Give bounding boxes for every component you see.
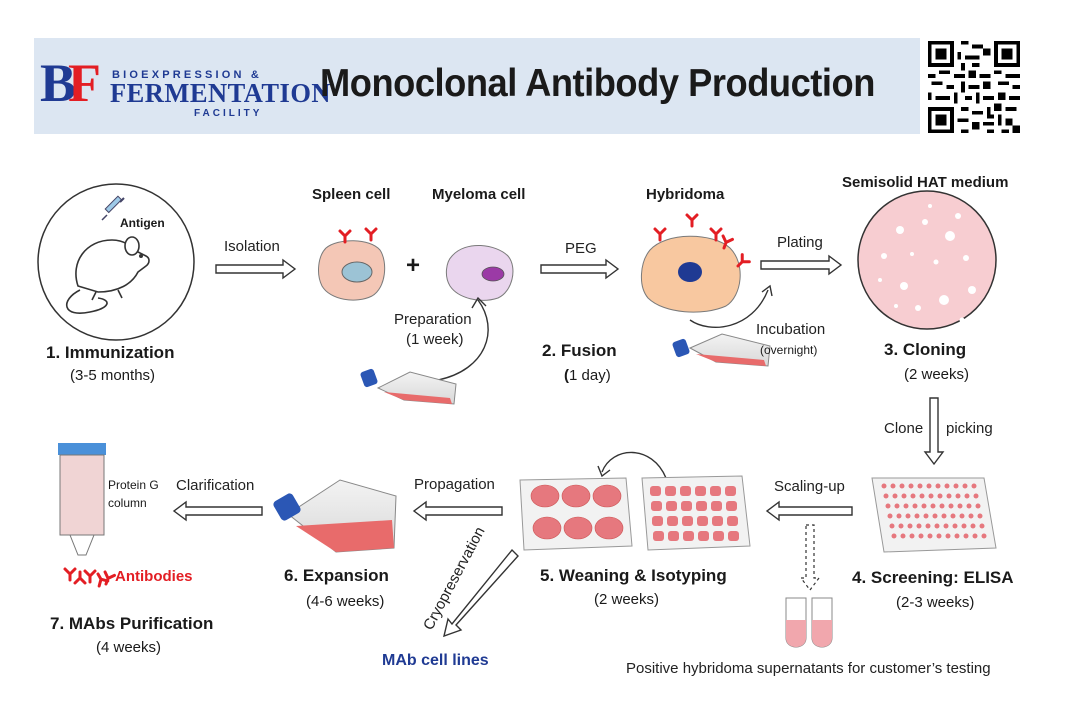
peg-label: PEG xyxy=(565,240,597,257)
arrow-scaling-up xyxy=(765,500,853,522)
weaning-curved-arrow xyxy=(597,451,667,479)
test-tubes xyxy=(785,597,833,648)
column-label: column xyxy=(108,496,147,510)
step-6-duration: (4-6 weeks) xyxy=(306,593,385,610)
step-7-title: 7. MAbs Purification xyxy=(50,614,214,633)
incubation-curved-arrow xyxy=(689,284,773,328)
step-4-duration: (2-3 weeks) xyxy=(896,594,975,611)
incubation-time: (overnight) xyxy=(760,343,818,357)
incubation-label: Incubation xyxy=(756,321,826,338)
antibody-cluster-icon xyxy=(63,567,116,588)
preparation-time: (1 week) xyxy=(406,331,464,348)
antibodies-label: Antibodies xyxy=(115,568,193,585)
step-1-duration: (3-5 months) xyxy=(70,367,156,384)
preparation-label: Preparation xyxy=(394,311,472,328)
clone-label: Clone xyxy=(884,420,924,437)
hybridoma-cell xyxy=(641,213,751,313)
page-title: Monoclonal Antibody Production xyxy=(320,62,875,105)
hybridoma-label: Hybridoma xyxy=(646,186,725,203)
plating-label: Plating xyxy=(777,234,823,251)
hat-medium-dish xyxy=(857,190,997,330)
culture-flask-2 xyxy=(672,333,771,367)
picking-label: picking xyxy=(946,420,993,437)
mab-cell-lines-label: MAb cell lines xyxy=(382,652,489,669)
arrow-peg xyxy=(540,258,620,280)
arrow-screening-dashed xyxy=(799,524,821,591)
step-2-duration-text: 1 day) xyxy=(569,367,611,384)
myeloma-cell-label: Myeloma cell xyxy=(432,186,526,203)
step-6-title: 6. Expansion xyxy=(284,566,389,585)
logo-line3: FACILITY xyxy=(194,108,263,119)
arrow-clarification xyxy=(172,500,263,522)
clarification-label: Clarification xyxy=(176,477,255,494)
96-well-plate xyxy=(871,477,997,553)
arrow-isolation xyxy=(215,258,297,280)
step-3-duration: (2 weeks) xyxy=(904,366,970,383)
arrow-plating xyxy=(760,254,843,276)
scaling-up-label: Scaling-up xyxy=(774,478,845,495)
arrow-cryopreservation xyxy=(443,548,519,638)
step-5-duration: (2 weeks) xyxy=(594,591,660,608)
step-1-title: 1. Immunization xyxy=(46,343,175,362)
step-2-duration-bold: ( xyxy=(564,367,569,384)
qr-code-icon[interactable] xyxy=(928,41,1020,133)
spleen-cell-label: Spleen cell xyxy=(312,186,391,203)
antigen-label: Antigen xyxy=(120,216,165,230)
positive-supernatants-label: Positive hybridoma supernatants for cust… xyxy=(626,660,991,677)
culture-flask-3 xyxy=(273,479,397,553)
step-7-duration: (4 weeks) xyxy=(96,639,162,656)
step-5-title: 5. Weaning & Isotyping xyxy=(540,566,727,585)
myeloma-cell xyxy=(445,244,514,301)
spleen-cell xyxy=(318,227,386,301)
24-well-plate xyxy=(641,475,751,551)
step-2-title: 2. Fusion xyxy=(542,341,617,360)
semisolid-label: Semisolid HAT medium xyxy=(842,174,1009,191)
syringe-icon xyxy=(101,195,125,221)
step-2-duration: (1 day) xyxy=(564,367,611,384)
isolation-label: Isolation xyxy=(224,238,280,255)
plus-sign: + xyxy=(406,252,421,279)
culture-flask-1 xyxy=(360,368,457,405)
preparation-curved-arrow xyxy=(437,296,489,381)
header-banner xyxy=(34,38,920,134)
arrow-clone-picking xyxy=(923,397,945,466)
propagation-label: Propagation xyxy=(414,476,495,493)
step-3-title: 3. Cloning xyxy=(884,340,967,359)
6-well-plate xyxy=(519,477,633,551)
logo-line2: FERMENTATION xyxy=(110,78,332,108)
mouse-icon xyxy=(65,236,150,314)
protein-g-column xyxy=(58,443,106,556)
arrow-propagation xyxy=(412,500,503,522)
step-4-title: 4. Screening: ELISA xyxy=(852,568,1014,587)
protein-g-label: Protein G xyxy=(108,478,159,492)
logo-line1: BIOEXPRESSION & xyxy=(112,69,263,81)
